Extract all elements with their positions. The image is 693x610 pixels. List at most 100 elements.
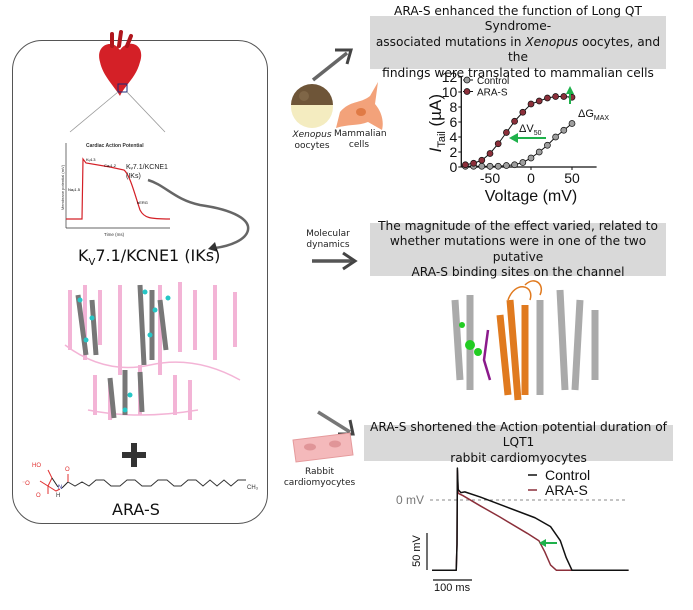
iv-point-ara-s: [535, 97, 543, 105]
apd-shortening-arrowhead: [539, 539, 546, 547]
zero-mv-label: 0 mV: [396, 493, 425, 507]
legend-label: ARA-S: [477, 88, 508, 99]
molecule-label-h: H: [56, 493, 61, 499]
iv-y-tick-label: 10: [442, 84, 458, 100]
rabbit-cardiomyocyte-icon: [292, 432, 354, 463]
molecule-label-n: N: [58, 485, 63, 491]
iv-point-ara-s: [560, 93, 568, 100]
iv-ylabel: ITail (µA): [425, 93, 449, 153]
left-panel: [12, 40, 268, 524]
iv-point-ara-s: [527, 100, 535, 108]
iv-point-ara-s: [519, 108, 527, 116]
inset-label-cav12: Caᵥ1.2: [104, 163, 116, 168]
iv-point-control: [552, 133, 559, 141]
molecule-label-ho: HO: [32, 463, 41, 469]
iv-x-tick-label: 0: [527, 170, 535, 186]
finding-3-line2: rabbit cardiomyocytes: [450, 450, 587, 465]
channel-title: KV7.1/KCNE1 (IKs): [78, 246, 221, 269]
iv-point-control: [535, 148, 543, 156]
iv-y-tick-label: 2: [450, 144, 458, 160]
ap-trace-control: [432, 467, 629, 572]
iv-point-control: [503, 162, 510, 169]
dv50-annotation: ΔV50: [519, 123, 542, 138]
iv-y-tick-label: 6: [450, 114, 458, 130]
scale-bar-y-label: 50 mV: [411, 535, 423, 567]
iv-point-ara-s: [494, 140, 502, 148]
dv50-arrowhead: [509, 133, 518, 143]
finding-2-line3: ARA-S binding sites on the channel: [411, 265, 625, 279]
finding-1-line3: findings were translated to mammalian ce…: [382, 65, 654, 80]
inset-channel-label: Kᵥ7.1/KCNE1 (IKs): [126, 164, 168, 180]
iv-point-control: [544, 141, 551, 149]
iv-x-tick-label: 50: [564, 170, 580, 186]
molecule-label-o1: O: [36, 493, 41, 499]
iv-point-ara-s: [462, 161, 469, 169]
finding-1-line2: associated mutations in Xenopus oocytes,…: [375, 34, 661, 65]
plus-sign-v: [131, 443, 137, 467]
mammalian-cell-icon: [336, 82, 383, 130]
xenopus-oocyte-icon: [291, 84, 333, 128]
iv-y-tick-label: 0: [450, 159, 458, 175]
iv-point-ara-s: [486, 150, 494, 157]
compound-name: ARA-S: [112, 500, 160, 519]
legend-marker: [463, 88, 471, 95]
dgmax-annotation: ΔGMAX: [578, 108, 610, 123]
finding-box-2: The magnitude of the effect varied, rela…: [370, 219, 666, 279]
finding-box-3: ARA-S shortened the Action potential dur…: [364, 420, 673, 465]
iv-point-ara-s: [503, 129, 510, 136]
curved-arrow: [147, 178, 250, 250]
binding-site-structure: [451, 280, 599, 401]
finding-1-line1: ARA-S enhanced the function of Long QT S…: [394, 3, 642, 34]
iv-point-ara-s: [470, 159, 477, 167]
arrow-molecular-dynamics: [312, 251, 358, 271]
inset-ylabel: Membrane potential (mV): [60, 164, 66, 211]
ap-legend-label: ARA-S: [545, 482, 588, 498]
iv-point-control: [511, 161, 518, 169]
molecule-label-ch3: CH₃: [247, 485, 259, 491]
legend-label: Control: [477, 76, 509, 87]
iv-point-ara-s: [478, 156, 486, 164]
dgmax-arrowhead: [566, 86, 574, 94]
iv-point-control: [560, 126, 568, 134]
iv-point-control: [478, 162, 486, 170]
finding-2-line1: The magnitude of the effect varied, rela…: [378, 218, 658, 233]
iv-point-control: [486, 162, 494, 170]
inset-title: Cardiac Action Potential: [86, 143, 144, 149]
finding-box-1: ARA-S enhanced the function of Long QT S…: [370, 4, 666, 80]
iv-y-tick-label: 4: [450, 129, 458, 145]
arrow-to-section3: [317, 410, 355, 436]
inset-label-nav15: Naᵥ1.5: [68, 187, 80, 192]
kv71-channel-structure: [64, 282, 241, 420]
iv-point-ara-s: [544, 94, 551, 102]
inset-xlabel: Time (ms): [104, 232, 125, 237]
iv-point-control: [494, 162, 502, 170]
ap-legend-label: Control: [545, 467, 590, 483]
zoom-line-left: [69, 91, 119, 133]
legend-marker: [463, 76, 471, 84]
molecule-label-o2: O: [65, 467, 70, 473]
iv-y-tick-label: 12: [442, 69, 458, 85]
iv-point-control: [527, 154, 535, 162]
iv-point-control: [568, 120, 576, 127]
heart-icon: [99, 30, 142, 96]
arrow-to-section1: [311, 48, 353, 82]
zoom-line-right: [126, 91, 166, 133]
ara-s-molecule-drawing: [39, 469, 246, 494]
iv-x-tick-label: -50: [480, 170, 500, 186]
inset-label-kv43: Kᵥ4.3: [86, 157, 96, 162]
finding-2-line2: whether mutations were in one of the two…: [389, 234, 647, 264]
iv-y-tick-label: 8: [450, 99, 458, 115]
inset-label-herg: hERG: [137, 200, 148, 205]
finding-3-line1: ARA-S shortened the Action potential dur…: [370, 419, 667, 450]
iv-point-ara-s: [552, 93, 559, 100]
molecule-label-o-minus: ⁻O: [22, 481, 30, 487]
ap-inset: [65, 143, 171, 229]
iv-xlabel: Voltage (mV): [484, 188, 578, 205]
